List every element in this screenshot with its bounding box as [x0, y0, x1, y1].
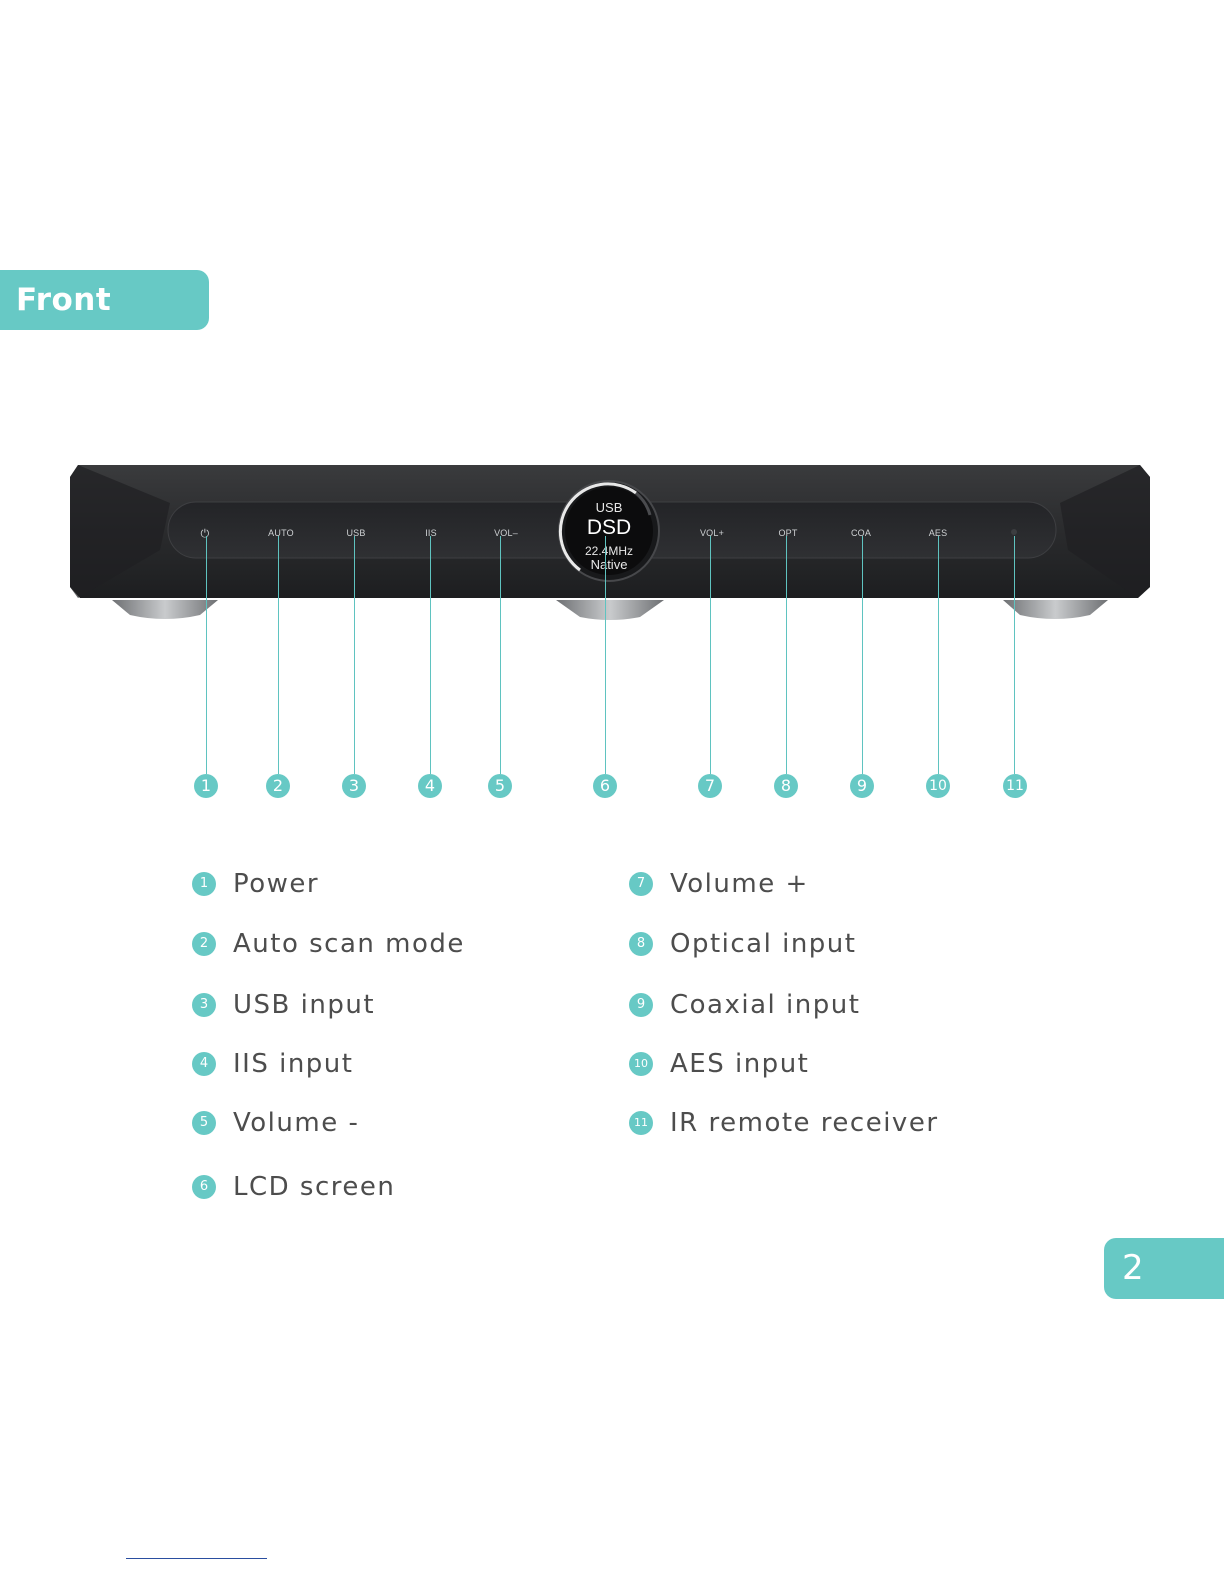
legend-label: Volume +	[670, 869, 809, 899]
legend-number: 1	[192, 872, 216, 896]
legend-label: AES input	[670, 1049, 809, 1079]
callout-5: 5	[488, 774, 512, 798]
legend-number: 4	[192, 1052, 216, 1076]
legend-label: Auto scan mode	[233, 929, 465, 959]
leader-line	[938, 536, 939, 774]
legend-number: 3	[192, 993, 216, 1017]
legend-label: Optical input	[670, 929, 856, 959]
lcd-format: DSD	[587, 516, 631, 540]
legend-number: 11	[629, 1111, 653, 1135]
legend-item-volume-plus: 7 Volume +	[629, 869, 809, 899]
leader-line	[206, 536, 207, 774]
leader-line	[862, 536, 863, 774]
leader-line	[278, 536, 279, 774]
footnote-rule	[126, 1558, 267, 1559]
legend-number: 8	[629, 932, 653, 956]
panel-label-iis: IIS	[425, 528, 437, 538]
panel-label-coa: COA	[851, 528, 871, 538]
legend-item-coaxial: 9 Coaxial input	[629, 990, 860, 1020]
legend-item-power: 1 Power	[192, 869, 319, 899]
legend-item-iis: 4 IIS input	[192, 1049, 353, 1079]
lcd-source: USB	[596, 500, 623, 515]
legend-label: Power	[233, 869, 319, 899]
legend-label: IIS input	[233, 1049, 353, 1079]
callout-9: 9	[850, 774, 874, 798]
callout-1: 1	[194, 774, 218, 798]
panel-label-vol-plus: VOL+	[700, 528, 724, 538]
legend-number: 2	[192, 932, 216, 956]
callout-6: 6	[593, 774, 617, 798]
legend-item-aes: 10 AES input	[629, 1049, 809, 1079]
legend-number: 10	[629, 1052, 653, 1076]
legend-item-optical: 8 Optical input	[629, 929, 856, 959]
ir-receiver-dot	[1011, 529, 1017, 535]
legend-number: 9	[629, 993, 653, 1017]
callout-8: 8	[774, 774, 798, 798]
leader-line	[354, 536, 355, 774]
page-number: 2	[1104, 1238, 1224, 1299]
panel-label-usb: USB	[346, 528, 365, 538]
legend-item-lcd: 6 LCD screen	[192, 1172, 395, 1202]
callout-2: 2	[266, 774, 290, 798]
leader-line	[786, 536, 787, 774]
legend-item-auto-scan: 2 Auto scan mode	[192, 929, 465, 959]
center-foot	[556, 600, 664, 620]
legend-number: 7	[629, 872, 653, 896]
legend-label: LCD screen	[233, 1172, 395, 1202]
legend-item-usb: 3 USB input	[192, 990, 375, 1020]
legend-label: IR remote receiver	[670, 1108, 939, 1138]
callout-4: 4	[418, 774, 442, 798]
leader-line	[710, 536, 711, 774]
panel-label-auto: AUTO	[268, 528, 294, 538]
right-foot	[1003, 600, 1108, 619]
leader-line	[1014, 536, 1015, 774]
left-foot	[112, 600, 218, 619]
callout-7: 7	[698, 774, 722, 798]
legend-label: Coaxial input	[670, 990, 860, 1020]
leader-line	[605, 536, 606, 774]
legend-number: 6	[192, 1175, 216, 1199]
device-body	[0, 455, 1224, 630]
panel-label-power: ⏻	[201, 528, 210, 541]
legend-item-volume-minus: 5 Volume -	[192, 1108, 359, 1138]
callout-3: 3	[342, 774, 366, 798]
legend-item-ir-receiver: 11 IR remote receiver	[629, 1108, 939, 1138]
callout-11: 11	[1003, 774, 1027, 798]
legend-number: 5	[192, 1111, 216, 1135]
legend-label: USB input	[233, 990, 375, 1020]
lcd-rate: 22.4MHz	[585, 544, 633, 558]
leader-line	[500, 536, 501, 774]
panel-label-opt: OPT	[778, 528, 797, 538]
callout-10: 10	[926, 774, 950, 798]
lcd-mode: Native	[591, 557, 628, 572]
legend-label: Volume -	[233, 1108, 359, 1138]
panel-label-vol-minus: VOL–	[494, 528, 518, 538]
leader-line	[430, 536, 431, 774]
